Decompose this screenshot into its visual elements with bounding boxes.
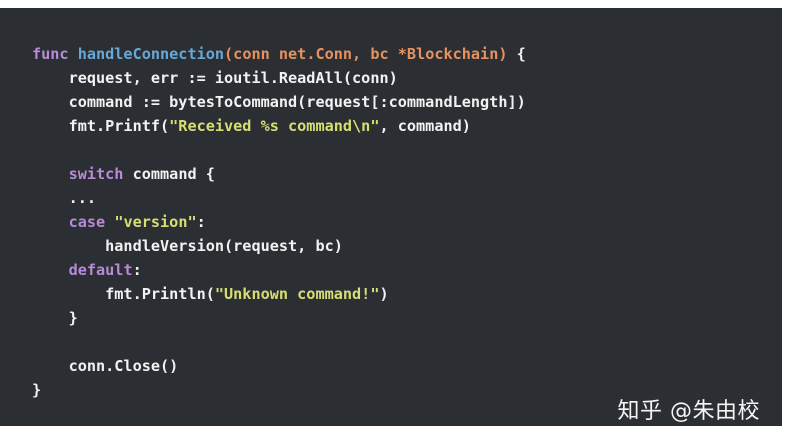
code-line: } (32, 378, 526, 402)
code-line: func handleConnection(conn net.Conn, bc … (32, 42, 526, 66)
code-line: fmt.Println("Unknown command!") (32, 282, 526, 306)
code-token-plain: ... (32, 189, 97, 207)
code-token-plain (32, 261, 69, 279)
code-token-keyword: func (32, 45, 78, 63)
code-token-plain: : (132, 261, 142, 279)
code-token-string: "Received %s command\n" (169, 117, 380, 135)
code-token-plain: fmt.Println( (32, 285, 215, 303)
code-line (32, 138, 526, 162)
code-token-keyword: switch (68, 165, 124, 183)
code-line: command := bytesToCommand(request[:comma… (32, 90, 526, 114)
code-token-plain: : (196, 213, 206, 231)
code-token-func: handleConnection (77, 45, 225, 63)
code-line: } (32, 306, 526, 330)
code-token-plain: } (32, 381, 42, 399)
code-token-plain: ) (379, 285, 389, 303)
code-line: switch command { (32, 162, 526, 186)
code-line: conn.Close() (32, 354, 526, 378)
code-line: fmt.Printf("Received %s command\n", comm… (32, 114, 526, 138)
code-token-plain: , command) (379, 117, 471, 135)
code-token-plain: conn.Close() (32, 357, 179, 375)
code-token-signature: (conn net.Conn, bc *Blockchain) (224, 45, 508, 63)
code-token-plain: fmt.Printf( (32, 117, 170, 135)
code-token-plain: handleVersion(request, bc) (32, 237, 343, 255)
code-token-plain (105, 213, 114, 231)
code-token-keyword: case (68, 213, 106, 231)
code-token-plain: request, err := ioutil.ReadAll(conn) (32, 69, 398, 87)
code-token-string: "version" (114, 213, 197, 231)
code-line: case "version": (32, 210, 526, 234)
code-token-plain (32, 213, 69, 231)
code-line: handleVersion(request, bc) (32, 234, 526, 258)
code-block: func handleConnection(conn net.Conn, bc … (32, 42, 526, 402)
code-token-plain: command := bytesToCommand(request[:comma… (32, 93, 526, 111)
code-token-string: "Unknown command!" (214, 285, 380, 303)
code-token-plain: command { (123, 165, 215, 183)
code-token-plain: { (507, 45, 526, 63)
code-line (32, 330, 526, 354)
code-line: ... (32, 186, 526, 210)
watermark-text: 知乎 @朱由校 (617, 399, 760, 424)
code-token-plain: } (32, 309, 78, 327)
code-token-plain (32, 165, 69, 183)
code-panel: func handleConnection(conn net.Conn, bc … (0, 8, 782, 426)
code-line: default: (32, 258, 526, 282)
code-line: request, err := ioutil.ReadAll(conn) (32, 66, 526, 90)
code-token-keyword: default (68, 261, 133, 279)
